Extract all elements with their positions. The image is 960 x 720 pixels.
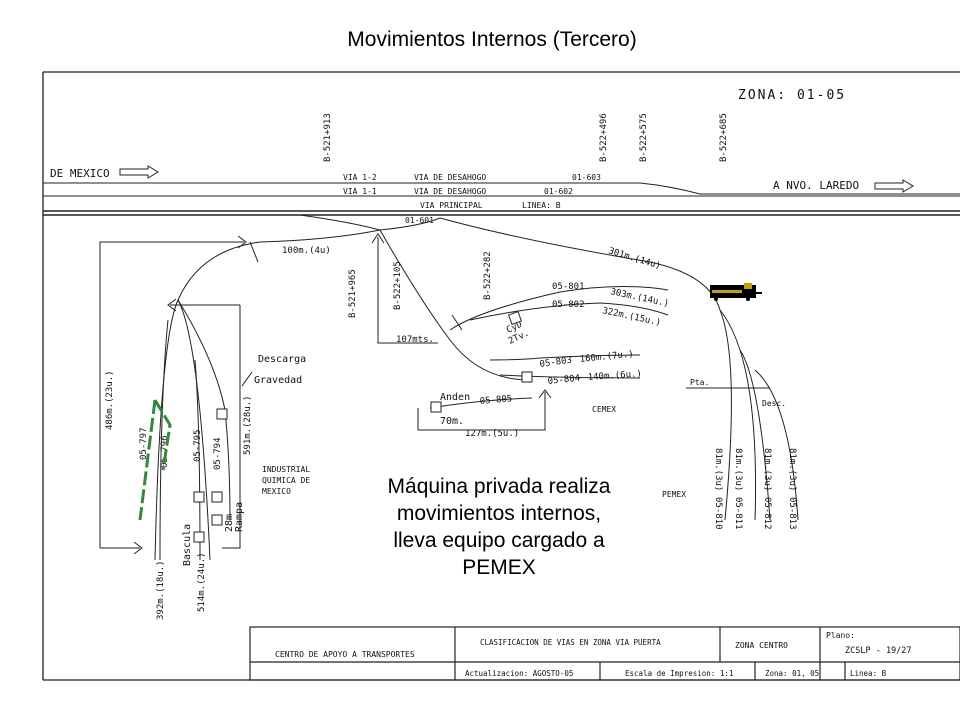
km-marker: B-521+965 <box>348 269 358 318</box>
industrial-label: MEXICO <box>262 487 291 496</box>
title-block-zone: ZONA CENTRO <box>735 641 788 650</box>
track-length-label: 160m.(7u.) <box>579 349 634 365</box>
track-code-label: 05-813 <box>787 497 797 530</box>
track-length-label: 81m.(3u) <box>733 448 743 491</box>
track-code-label: 05-811 <box>733 497 743 530</box>
main-tracks <box>43 182 960 216</box>
track-length-label: 81m.(3u) <box>787 448 797 491</box>
track-code-label: 05-802 <box>552 300 585 310</box>
track-length-label: 392m.(18u.) <box>156 560 166 620</box>
track-code-label: 05-805 <box>479 394 512 407</box>
km-marker: B-522+575 <box>639 113 649 162</box>
km-marker: B-522+282 <box>483 251 493 300</box>
track-label: 01-601 <box>405 216 434 225</box>
track-label: 01-603 <box>572 173 601 182</box>
title-block <box>249 626 960 681</box>
locomotive-icon <box>710 283 762 301</box>
title-block-update: Actualizacion: AGOSTO-05 <box>465 669 573 678</box>
track-code-label: 05-795 <box>193 429 203 462</box>
km-marker: B-522+496 <box>599 113 609 162</box>
track-label: VIA DE DESAHOGO <box>414 173 486 182</box>
anden-label: Anden <box>440 392 470 403</box>
direction-to: A NVO. LAREDO <box>773 179 859 192</box>
caption-line: lleva equipo cargado a <box>393 529 605 552</box>
track-label: VIA PRINCIPAL <box>420 201 483 210</box>
caption-line: Máquina privada realiza <box>387 475 611 498</box>
rampa-label: Rampa <box>234 502 245 532</box>
dimension-lines <box>99 233 770 555</box>
page-title: Movimientos Internos (Tercero) <box>347 28 637 51</box>
track-code-label: 05-810 <box>713 497 723 530</box>
cemex-label: CEMEX <box>592 405 616 414</box>
track-code-label: 05-804 <box>547 374 580 387</box>
track-length-label: 140m.(6u.) <box>588 369 643 383</box>
track-length-label: 514m.(24u.) <box>197 552 207 612</box>
title-block-linea: Linea: B <box>850 669 887 678</box>
zone-label: ZONA: 01-05 <box>738 88 846 103</box>
caption-line: movimientos internos, <box>396 502 602 525</box>
track-label: LINEA: B <box>522 201 561 210</box>
track-code-label: 05-794 <box>213 437 223 470</box>
track-length-label: 107mts. <box>396 335 434 345</box>
track-label: VIA 1-1 <box>343 187 377 196</box>
pta-label: Pta. <box>690 378 709 387</box>
title-block-plano-value: ZCSLP - 19/27 <box>845 646 912 656</box>
gravedad-label: Gravedad <box>254 375 302 386</box>
industrial-label: INDUSTRIAL <box>262 465 310 474</box>
track-label: VIA 1-2 <box>343 173 377 182</box>
km-marker: B-521+913 <box>323 113 333 162</box>
track-length-label: 127m.(5u.) <box>465 429 519 439</box>
track-code-label: 05-801 <box>552 282 585 292</box>
pemex-spurs: 81m.(3u) 05-810 81m.(3u) 05-811 81m.(3u)… <box>713 448 797 530</box>
track-length-label: 100m.(4u) <box>282 246 331 256</box>
pemex-label: PEMEX <box>662 490 686 499</box>
structure-boxes <box>193 310 533 543</box>
industrial-label: QUIMICA DE <box>262 476 310 485</box>
track-code-label: 05-797 <box>139 427 149 460</box>
track-label: 01-602 <box>544 187 573 196</box>
track-length-label: 81m.(3u) <box>713 448 723 491</box>
title-block-scale: Escala de Impresion: 1:1 <box>625 669 733 678</box>
direction-from: DE MEXICO <box>50 167 110 180</box>
track-label: VIA DE DESAHOGO <box>414 187 486 196</box>
title-block-center: CENTRO DE APOYO A TRANSPORTES <box>275 650 415 659</box>
descarga-label: Descarga <box>258 354 306 365</box>
track-code-label: 05-812 <box>762 497 772 530</box>
title-block-plano-label: Plano: <box>826 631 855 640</box>
track-length-label: 303m.(14u.) <box>609 287 669 309</box>
km-marker: B-522+105 <box>393 261 403 310</box>
private-track-highlight <box>138 399 172 521</box>
track-length-label: 70m. <box>440 416 464 427</box>
track-code-label: 05-803 <box>539 356 573 370</box>
track-length-label: 81m.(3u) <box>762 448 772 491</box>
track-length-label: 486m.(23u.) <box>105 370 115 430</box>
track-length-label: 322m.(15u.) <box>601 306 661 328</box>
track-length-label: 301m.(14u) <box>607 246 662 271</box>
caption-line: PEMEX <box>462 556 536 579</box>
track-length-label: 28m <box>224 514 235 532</box>
desc-label: Desc. <box>762 399 786 408</box>
title-block-zona: Zona: 01, 05 <box>765 669 819 678</box>
track-length-label: 591m.(28u.) <box>243 395 253 455</box>
km-marker: B-522+685 <box>719 113 729 162</box>
caption: Máquina privada realiza movimientos inte… <box>360 473 638 581</box>
arrow-right-icon <box>874 179 914 193</box>
arrow-right-icon <box>119 165 159 179</box>
bascula-label: Bascula <box>182 524 193 566</box>
title-block-classification: CLASIFICACION DE VIAS EN ZONA VIA PUERTA <box>480 638 661 647</box>
